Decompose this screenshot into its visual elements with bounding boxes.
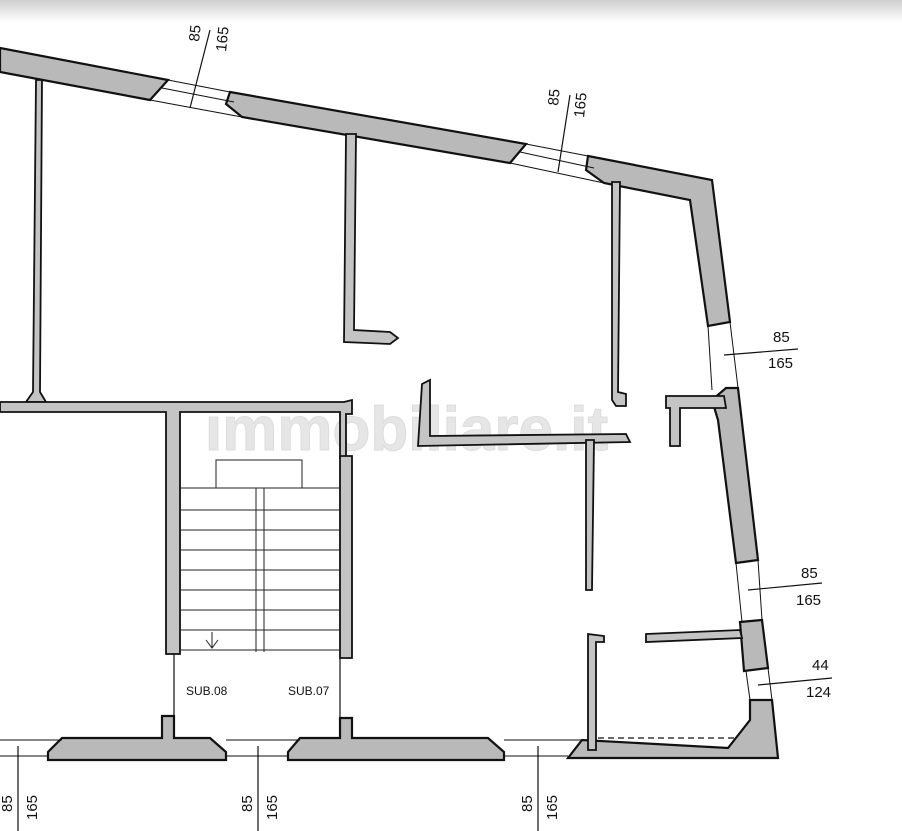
- interior-wall-horizontal-right: [417, 378, 632, 447]
- interior-wall-left-vertical: [24, 79, 48, 403]
- window-top-mid: [509, 143, 605, 184]
- dimension-height-label: 165: [571, 92, 591, 119]
- window-top-left: [149, 79, 243, 118]
- interior-wall-lower-vertical: [585, 439, 595, 591]
- interior-wall-right-stub: [665, 395, 728, 447]
- interior-wall-lower-horizontal: [645, 629, 744, 643]
- exterior-wall-right-2: [738, 618, 770, 673]
- unit-label-sub08: SUB.08: [186, 684, 228, 698]
- dimension-right-1: 85 165: [723, 329, 799, 372]
- dimension-top-mid: 85 165: [545, 88, 591, 173]
- exterior-wall-top-1: [0, 46, 171, 102]
- exterior-wall-bottom-mid: [286, 716, 506, 762]
- dimension-height-label: 165: [264, 795, 281, 820]
- dimension-height-label: 165: [796, 592, 821, 609]
- staircase: [180, 459, 340, 652]
- dimension-width-label: 85: [773, 329, 790, 346]
- exterior-wall-bottom-left: [46, 714, 228, 762]
- exterior-wall-bottom-right: [565, 698, 780, 760]
- dimension-height-label: 165: [544, 795, 561, 820]
- unit-label-sub07: SUB.07: [288, 684, 330, 698]
- dimension-width-label: 85: [801, 565, 818, 582]
- stair-wall-right: [339, 455, 353, 659]
- dimension-height-label: 165: [213, 26, 233, 53]
- window-right-1: [707, 321, 739, 391]
- dimension-bottom-mid: 85 165: [239, 746, 281, 831]
- dimension-width-label: 44: [812, 657, 829, 674]
- interior-wall-right-center: [611, 181, 627, 407]
- interior-wall-center: [343, 133, 400, 345]
- dimension-bottom-left: 85 165: [0, 746, 41, 831]
- exterior-wall-top-3: [584, 154, 732, 328]
- dimension-top-left: 85 165: [186, 24, 233, 109]
- interior-wall-bottom-stub: [587, 632, 605, 751]
- dimension-width-label: 85: [186, 24, 205, 42]
- dimension-height-label: 124: [806, 684, 831, 701]
- dimension-width-label: 85: [545, 88, 564, 106]
- dimension-height-label: 165: [24, 795, 41, 820]
- dimension-width-label: 85: [519, 795, 536, 812]
- dimension-right-2: 85 165: [747, 565, 823, 609]
- dimension-bottom-right: 85 165: [519, 746, 561, 831]
- window-right-2: [735, 559, 763, 623]
- dimension-right-3: 44 124: [757, 657, 833, 701]
- window-bottom-mid: [226, 739, 300, 757]
- window-bottom-left: [0, 739, 62, 757]
- dimension-height-label: 165: [768, 355, 793, 372]
- interior-wall-horizontal-mid: [0, 398, 353, 655]
- exterior-wall-right-1: [710, 386, 760, 565]
- dimension-width-label: 85: [0, 795, 16, 812]
- dimension-width-label: 85: [239, 795, 256, 812]
- exterior-wall-top-2: [224, 90, 529, 165]
- scan-shadow: [0, 0, 902, 22]
- window-bottom-right: [504, 739, 582, 757]
